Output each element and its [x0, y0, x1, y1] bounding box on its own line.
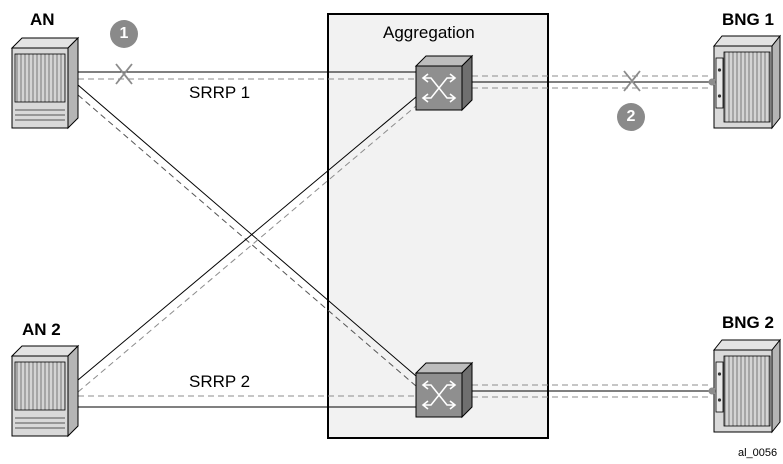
bng2-label: BNG 2: [722, 313, 774, 332]
bng1-router-icon: [708, 34, 782, 130]
aggregation-switch-1: [414, 54, 474, 112]
an2-device-icon: [10, 344, 80, 438]
failure-x-1: [115, 63, 133, 85]
figure-id-label: al_0056: [738, 447, 778, 459]
srrp1-label: SRRP 1: [189, 83, 251, 102]
bng2-router-icon: [708, 338, 782, 434]
an2-label: AN 2: [22, 320, 61, 339]
aggregation-switch-2: [414, 361, 474, 419]
link-an1-switch2-dashed: [77, 94, 417, 387]
link-an2-switch1-dashed: [77, 105, 417, 393]
srrp2-label: SRRP 2: [189, 372, 251, 391]
aggregation-label: Aggregation: [383, 23, 475, 42]
link-an2-switch1-solid: [77, 96, 417, 381]
failure-x-2: [623, 70, 641, 92]
marker-1-badge: 1: [110, 20, 138, 48]
an1-label: AN: [30, 10, 55, 29]
links: [77, 71, 712, 408]
an1-device-icon: [10, 36, 80, 130]
bng1-label: BNG 1: [722, 10, 774, 29]
link-an1-switch2-solid: [77, 84, 417, 377]
marker-2-badge: 2: [617, 103, 645, 131]
